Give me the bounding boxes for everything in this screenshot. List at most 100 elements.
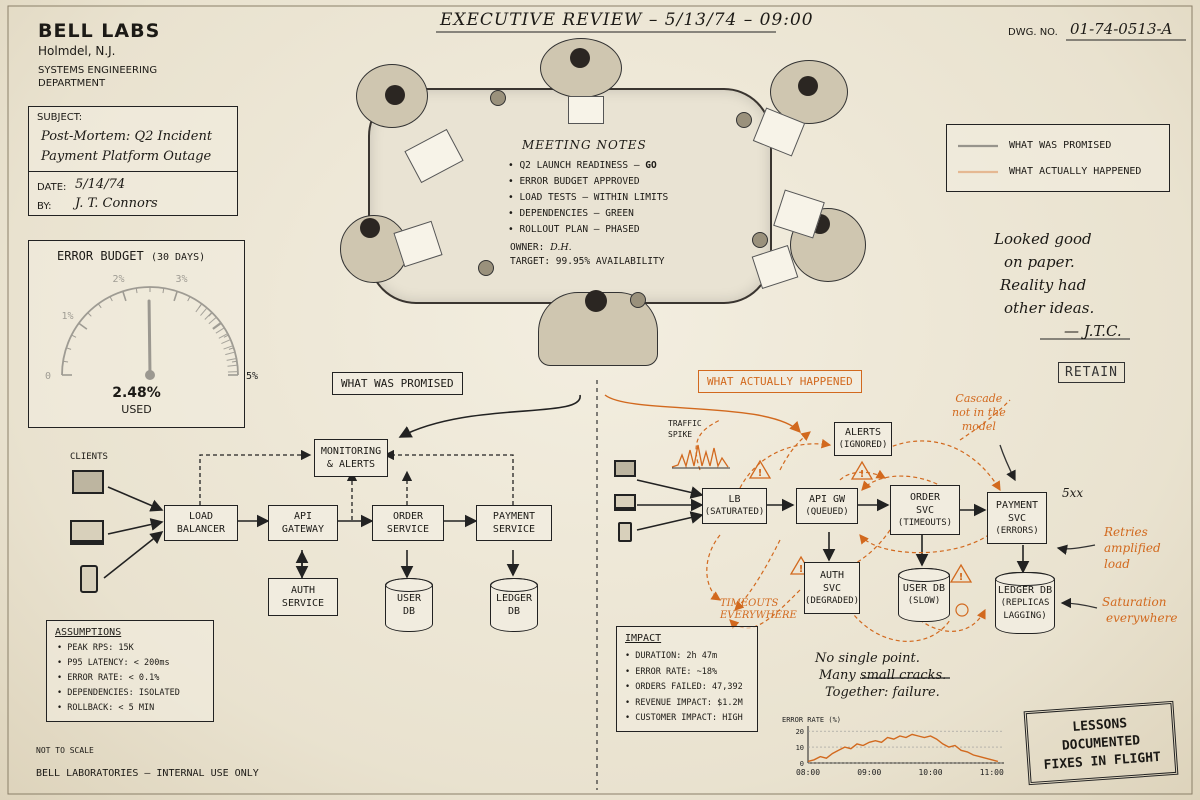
chart-x-tick-label: 09:00	[857, 768, 881, 777]
subject-line-1: Post-Mortem: Q2 Incident	[41, 129, 213, 144]
impact-panel: IMPACT DURATION: 2h 47m ERROR RATE: ~18%…	[616, 626, 758, 732]
meeting-notes-list: Q2 LAUNCH READINESS – GO ERROR BUDGET AP…	[508, 158, 708, 238]
client-monitor-icon	[72, 470, 104, 494]
impact-item: ERROR RATE: ~18%	[625, 665, 743, 681]
chart-x-tick-label: 08:00	[796, 768, 820, 777]
org-department: SYSTEMS ENGINEERING DEPARTMENT	[38, 65, 158, 89]
note-emphasis: GO	[645, 160, 657, 171]
svg-text:!: !	[860, 469, 865, 480]
assumption-item: DEPENDENCIES: ISOLATED	[57, 686, 180, 701]
subject-line-2: Payment Platform Outage	[41, 149, 212, 164]
internal-use-footer: BELL LABORATORIES – INTERNAL USE ONLY	[36, 768, 259, 779]
chart-x-tick-label: 10:00	[918, 768, 942, 777]
api-gw-queued-box: API GW(QUEUED)	[796, 488, 858, 524]
note-item: Q2 LAUNCH READINESS – GO	[508, 158, 708, 174]
client-laptop-icon	[614, 494, 636, 511]
signature: — J.T.C.	[1064, 322, 1122, 340]
assumptions-panel: ASSUMPTIONS PEAK RPS: 15K P95 LATENCY: <…	[46, 620, 214, 722]
svg-text:!: !	[758, 468, 763, 479]
impact-item: ORDERS FAILED: 47,392	[625, 680, 742, 696]
client-monitor-icon	[614, 460, 636, 477]
gauge-title-text: ERROR BUDGET	[57, 249, 144, 263]
chart-title: ERROR RATE (%)	[782, 716, 841, 724]
impact-title: IMPACT	[625, 633, 662, 644]
legend: WHAT WAS PROMISED WHAT ACTUALLY HAPPENED	[946, 124, 1170, 192]
side-note: Looked good on paper. Reality had other …	[994, 228, 1122, 343]
failure-note: No single point.Many small cracks.Togeth…	[815, 651, 947, 700]
gauge-title: ERROR BUDGET (30 DAYS)	[57, 249, 205, 263]
errors-5xx-label: 5xx	[1062, 486, 1084, 500]
legend-actual: WHAT ACTUALLY HAPPENED	[1009, 166, 1142, 177]
gauge-tick-label: 5%	[246, 371, 258, 382]
note-item: ROLLOUT PLAN – PHASED	[508, 222, 708, 238]
dwg-label: DWG. NO.	[1008, 27, 1058, 38]
error-budget-panel: ERROR BUDGET (30 DAYS) 2.48% USED	[28, 240, 245, 428]
chart-y-tick-label: 0	[800, 760, 804, 768]
chart-x-tick-label: 11:00	[980, 768, 1004, 777]
dwg-number: 01-74-0513-A	[1070, 20, 1173, 38]
assumption-item: ERROR RATE: < 0.1%	[57, 671, 180, 686]
svg-text:!: !	[799, 564, 804, 575]
note-item: ERROR BUDGET APPROVED	[508, 174, 708, 190]
error-rate-chart: ERROR RATE (%) 0 10 20 08:00 09:00 10:00 11:00	[782, 716, 1004, 777]
gauge-value: 2.48%	[112, 385, 161, 401]
subject-panel: SUBJECT: Post-Mortem: Q2 Incident Paymen…	[28, 106, 238, 216]
by-label: BY:	[37, 201, 52, 212]
clients-label: CLIENTS	[70, 452, 108, 462]
monitoring-alerts-box: MONITORING& ALERTS	[314, 439, 388, 477]
impact-item: CUSTOMER IMPACT: HIGH	[625, 711, 742, 727]
org-name: BELL LABS	[38, 20, 161, 42]
chart-y-tick-label: 10	[796, 744, 804, 752]
target-line: TARGET: 99.95% AVAILABILITY	[510, 256, 665, 267]
assumption-item: PEAK RPS: 15K	[57, 641, 180, 656]
impact-item: REVENUE IMPACT: $1.2M	[625, 696, 742, 712]
chart-y-tick-label: 20	[796, 728, 804, 736]
promised-tag: WHAT WAS PROMISED	[332, 372, 463, 395]
retain-stamp: RETAIN	[1058, 362, 1125, 383]
actual-tag: WHAT ACTUALLY HAPPENED	[698, 370, 862, 393]
assumptions-title: ASSUMPTIONS	[55, 627, 122, 638]
lb-saturated-box: LB(SATURATED)	[702, 488, 767, 524]
client-phone-icon	[80, 565, 98, 593]
svg-text:!: !	[959, 572, 964, 583]
org-location: Holmdel, N.J.	[38, 44, 116, 58]
client-laptop-icon	[70, 520, 104, 545]
meeting-notes-title: MEETING NOTES	[522, 138, 647, 152]
by-value: J. T. Connors	[75, 196, 158, 211]
legend-promised: WHAT WAS PROMISED	[1009, 140, 1112, 151]
assumptions-list: PEAK RPS: 15K P95 LATENCY: < 200ms ERROR…	[57, 641, 180, 716]
date-label: DATE:	[37, 182, 67, 193]
gauge-period: (30 DAYS)	[150, 252, 206, 263]
client-phone-icon	[618, 522, 632, 542]
impact-item: DURATION: 2h 47m	[625, 649, 743, 665]
user-db-slow-cylinder: USER DB(SLOW)	[898, 568, 950, 622]
alerts-ignored-box: ALERTS(IGNORED)	[834, 422, 892, 456]
impact-list: DURATION: 2h 47m ERROR RATE: ~18% ORDERS…	[625, 649, 743, 727]
assumption-item: ROLLBACK: < 5 MIN	[57, 701, 180, 716]
gauge-used-label: USED	[121, 403, 152, 416]
not-to-scale: NOT TO SCALE	[36, 746, 94, 755]
note-item: DEPENDENCIES – GREEN	[508, 206, 708, 222]
meeting-notes: MEETING NOTES Q2 LAUNCH READINESS – GO E…	[508, 138, 708, 267]
subject-label: SUBJECT:	[37, 112, 83, 123]
chart-series-line	[807, 733, 999, 763]
